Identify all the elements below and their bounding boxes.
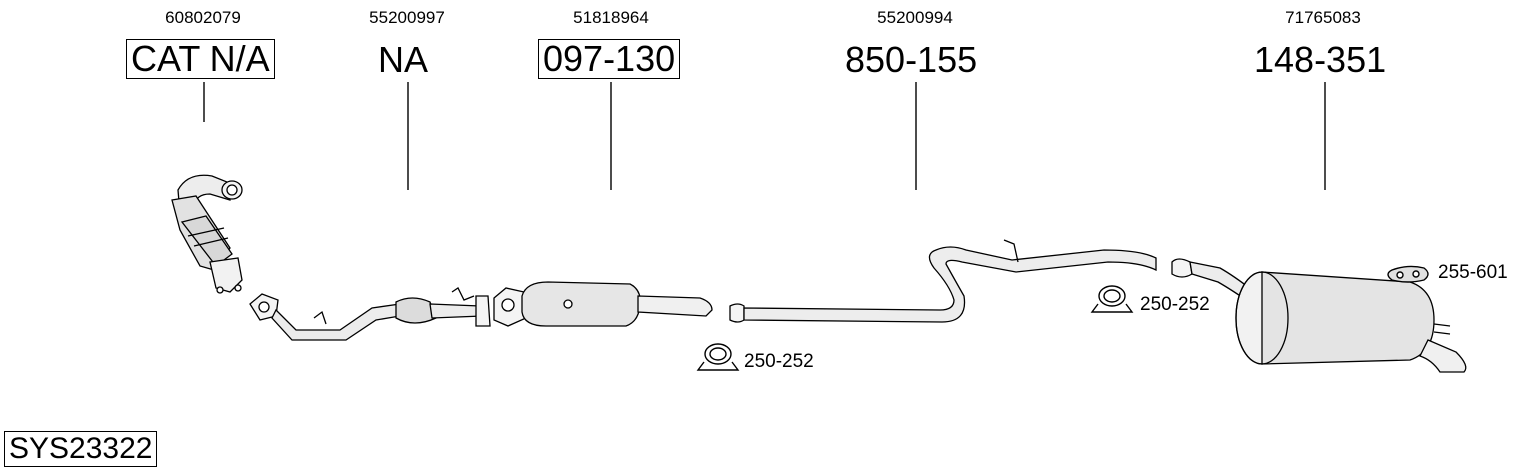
oe-number-front-muffler: 51818964 — [573, 8, 649, 27]
accessory-hanger-label[interactable]: 255-601 — [1438, 262, 1508, 283]
catalyst-part — [171, 174, 243, 294]
rear-muffler-part — [1171, 258, 1467, 373]
part-number-rear-muffler[interactable]: 148-351 — [1254, 39, 1387, 80]
front-pipe-part — [249, 287, 491, 341]
oe-number-middle-pipe: 55200994 — [877, 8, 953, 27]
clamp-icon — [696, 343, 740, 371]
oe-number-rear-muffler: 71765083 — [1285, 8, 1361, 27]
accessory-clamp-label[interactable]: 250-252 — [744, 351, 814, 372]
front-muffler-part — [493, 281, 713, 327]
part-number-front-pipe[interactable]: NA — [378, 39, 429, 80]
middle-pipe-part — [729, 239, 1157, 323]
rubber-hanger-icon — [1387, 265, 1429, 283]
part-number-middle-pipe[interactable]: 850-155 — [845, 39, 978, 80]
clamp-icon — [1090, 285, 1134, 313]
system-id-label: SYS23322 — [4, 431, 158, 467]
part-number-front-muffler[interactable]: 097-130 — [538, 39, 681, 79]
accessory-clamp-label[interactable]: 250-252 — [1140, 294, 1210, 315]
part-number-catalyst[interactable]: CAT N/A — [126, 39, 275, 79]
oe-number-front-pipe: 55200997 — [369, 8, 445, 27]
oe-number-catalyst: 60802079 — [165, 8, 241, 27]
